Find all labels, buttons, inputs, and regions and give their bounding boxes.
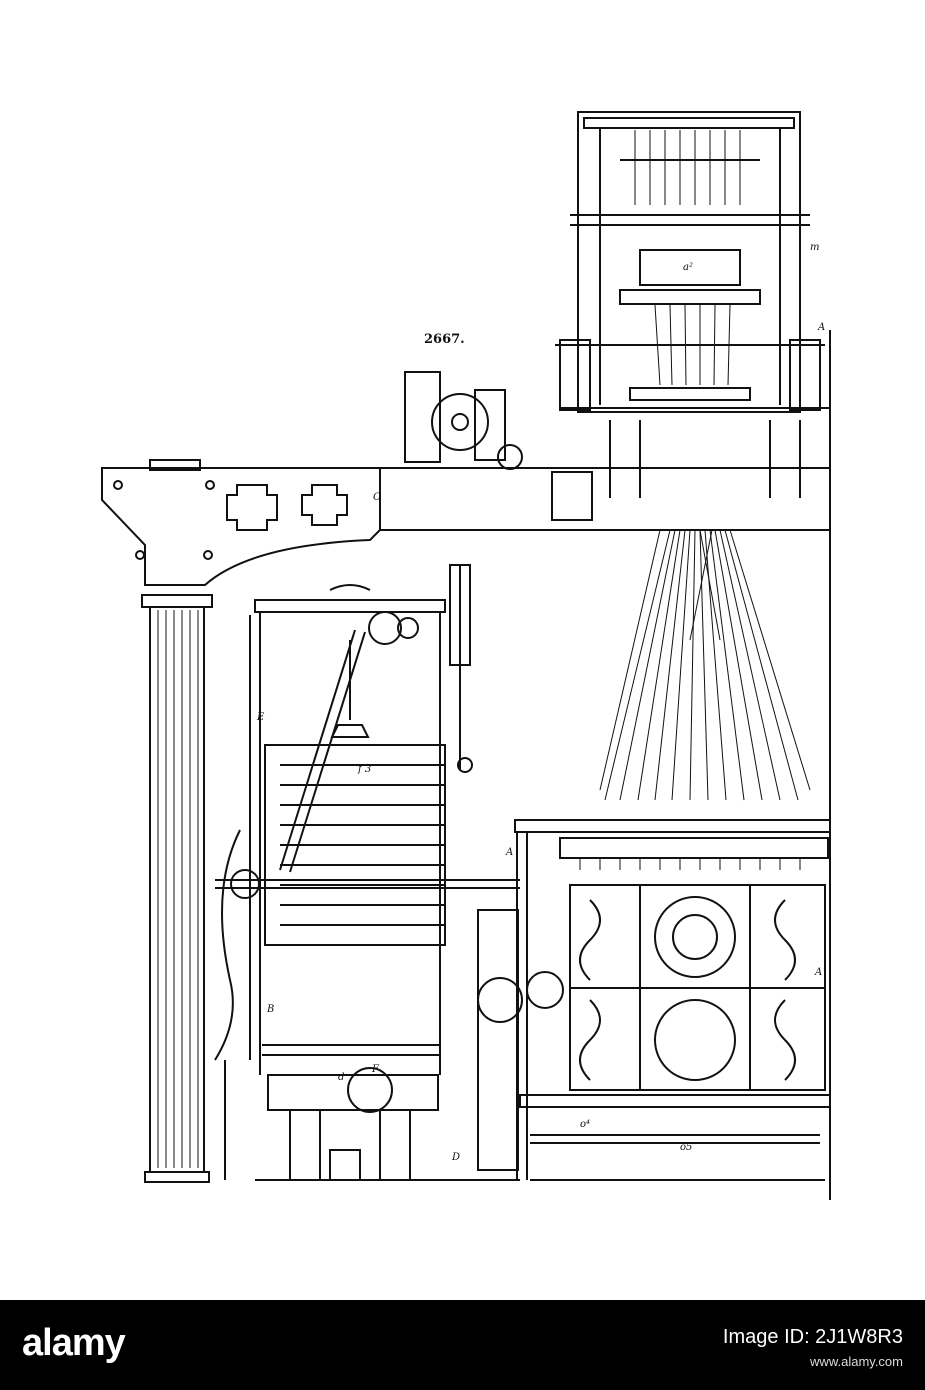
loom-body: [255, 330, 831, 1200]
label-A-mid: A: [505, 847, 513, 858]
label-E: E: [256, 712, 265, 723]
engraving-plate: A A A B C D E F d f 3 a² m o⁴ o5 2667.: [101, 111, 831, 1200]
watermark-bar: alamy Image ID: 2J1W8R3 www.alamy.com: [0, 1300, 925, 1390]
figure-number: 2667.: [424, 332, 465, 347]
watermark-url: www.alamy.com: [810, 1354, 903, 1369]
harness-cords: [599, 529, 811, 801]
jacquard-head: [555, 111, 830, 413]
card-frame: [214, 564, 520, 1181]
label-D: D: [451, 1152, 460, 1163]
label-a2: a²: [683, 262, 693, 273]
label-o4: o⁴: [580, 1119, 590, 1130]
label-d: d: [338, 1072, 344, 1083]
label-B: B: [266, 1004, 274, 1015]
label-o5: o5: [680, 1142, 692, 1153]
label-f3: f 3: [357, 764, 371, 775]
image-id: Image ID: 2J1W8R3: [722, 1326, 903, 1348]
alamy-logo: alamy: [22, 1322, 126, 1364]
label-m: m: [810, 242, 819, 253]
fluted-column: [141, 594, 213, 1183]
label-F: F: [371, 1064, 380, 1075]
jacquard-loom-engraving: A A A B C D E F d f 3 a² m o⁴ o5: [101, 111, 831, 1200]
label-A-top: A: [817, 322, 825, 333]
label-C: C: [373, 492, 381, 503]
main-beam: [101, 371, 831, 586]
label-A-right: A: [814, 967, 822, 978]
